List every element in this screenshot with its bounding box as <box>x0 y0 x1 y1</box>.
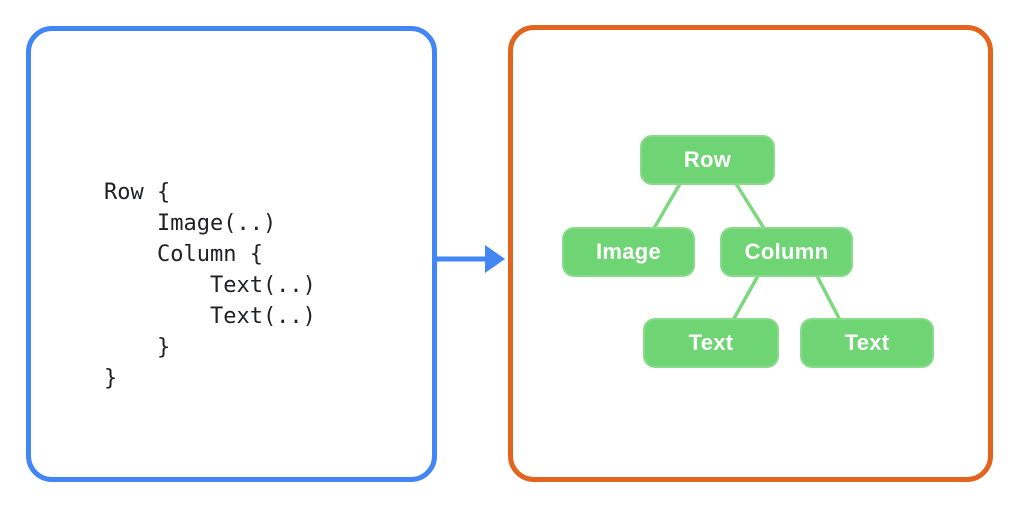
tree-edge-row-column <box>733 181 767 231</box>
tree-node-column-label: Column <box>744 239 829 264</box>
arrow-right-icon <box>435 245 505 273</box>
tree-edge-row-image <box>651 181 683 231</box>
tree-node-text-2: Text <box>800 318 934 368</box>
tree-panel: Row Image Column Text Text <box>508 25 993 482</box>
tree-node-row-label: Row <box>683 147 732 172</box>
tree-node-image: Image <box>562 227 695 277</box>
tree-node-row: Row <box>640 135 775 185</box>
tree-node-image-label: Image <box>595 239 662 264</box>
tree-node-text-1: Text <box>643 318 779 368</box>
code-panel: Row { Image(..) Column { Text(..) Text(.… <box>26 26 437 482</box>
tree-node-text-2-label: Text <box>844 330 890 355</box>
tree-node-text-1-label: Text <box>688 330 734 355</box>
compose-code-snippet: Row { Image(..) Column { Text(..) Text(.… <box>104 180 316 391</box>
tree-edge-column-text1 <box>730 273 761 323</box>
tree-connectors <box>651 181 843 323</box>
tree-edge-column-text2 <box>814 273 843 323</box>
tree-node-column: Column <box>720 227 853 277</box>
